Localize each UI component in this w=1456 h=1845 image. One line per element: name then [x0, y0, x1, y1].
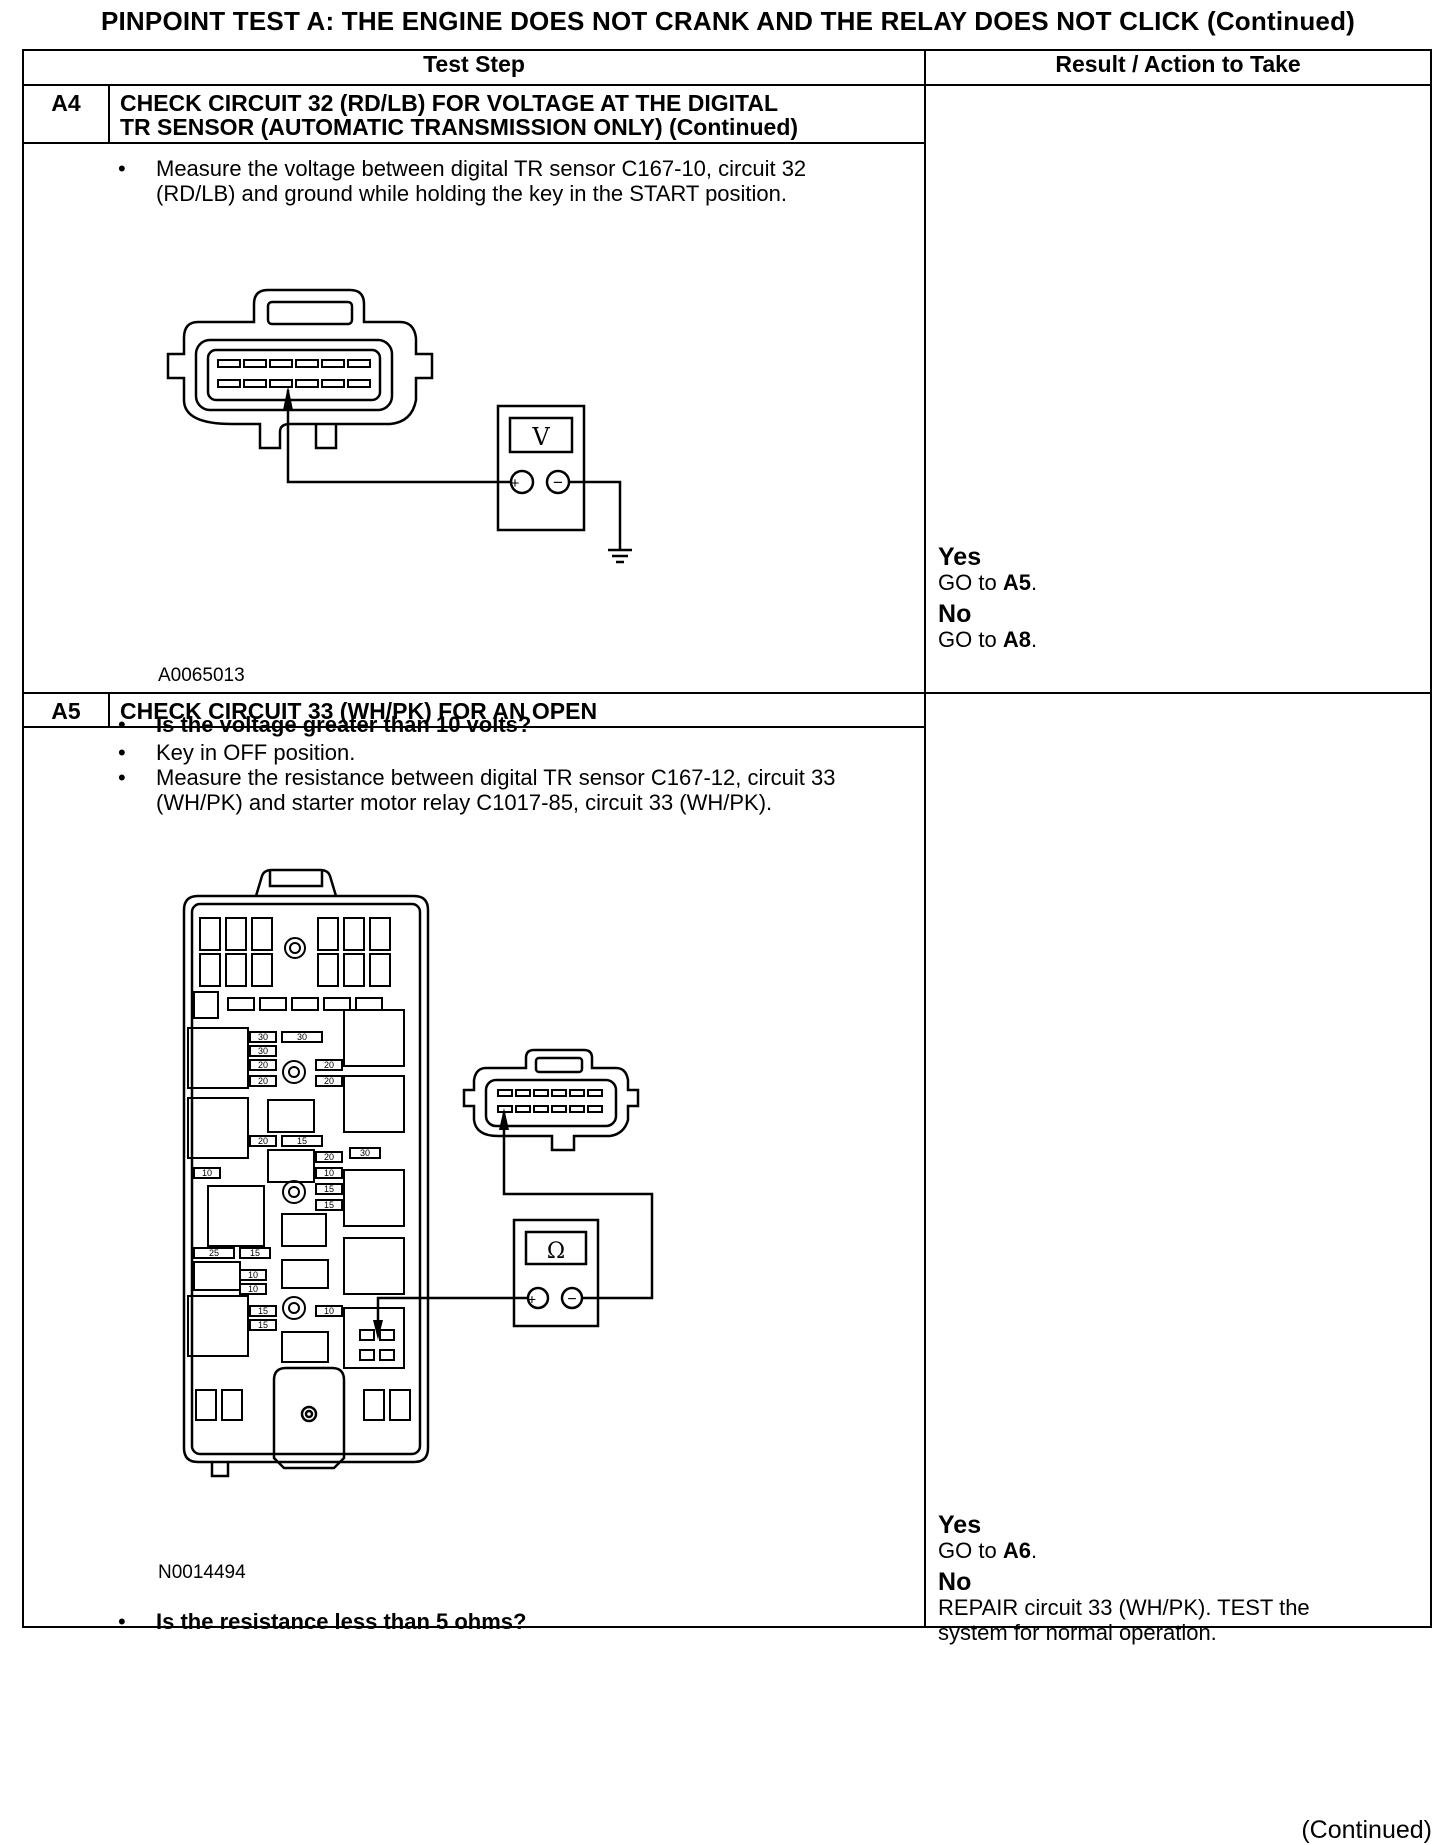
fuse-rating-label: 20 [258, 1136, 268, 1146]
tr-sensor-connector [166, 288, 434, 450]
step-title: CHECK CIRCUIT 32 (RD/LB) FOR VOLTAGE AT … [107, 84, 927, 144]
fuse-rating-label: 15 [258, 1320, 268, 1330]
yes-action: GO to A5. [938, 570, 1038, 595]
step-link-a8[interactable]: A8 [1002, 627, 1031, 652]
tr-sensor-connector [462, 1048, 640, 1152]
fuse-rating-label: 30 [258, 1032, 268, 1042]
step-question: •Is the resistance less than 5 ohms? [118, 1609, 527, 1634]
svg-text:+: + [511, 475, 520, 492]
result-block: Yes GO to A5. No GO to A8. [938, 544, 1037, 652]
svg-text:+: + [528, 1291, 536, 1307]
ground-symbol [608, 548, 632, 564]
voltage-test-diagram: V + − [166, 288, 632, 564]
fuse-rating-label: 20 [324, 1152, 334, 1162]
meter-symbol: Ω [547, 1239, 565, 1264]
step-a4-result: Yes GO to A5. No GO to A8. [924, 84, 1433, 694]
step-link-a6[interactable]: A6 [1002, 1538, 1031, 1563]
page-title: PINPOINT TEST A: THE ENGINE DOES NOT CRA… [100, 6, 1356, 36]
yes-action: GO to A6. [938, 1538, 1038, 1563]
fuse-rating-label: 15 [250, 1248, 260, 1258]
fuse-rating-label: 10 [202, 1168, 212, 1178]
yes-label: Yes [938, 543, 982, 571]
fuse-rating-label: 15 [297, 1136, 307, 1146]
fuse-rating-label: 30 [360, 1148, 370, 1158]
fuse-rating-label: 30 [297, 1032, 307, 1042]
step-title-line: CHECK CIRCUIT 32 (RD/LB) FOR VOLTAGE AT … [120, 90, 779, 116]
yes-label: Yes [938, 1511, 982, 1539]
step-a4-body: Measure the voltage between digital TR s… [21, 142, 927, 737]
figure-id: A0065013 [158, 665, 245, 686]
column-header-result: Result / Action to Take [924, 49, 1433, 86]
fuse-rating-label: 20 [258, 1060, 268, 1070]
ohmmeter [512, 1218, 600, 1328]
step-link-a5[interactable]: A5 [1002, 570, 1031, 595]
fuse-rating-label: 15 [324, 1184, 334, 1194]
table-header: Test Step Result / Action to Take [21, 49, 1433, 86]
step-a4-bullets: Measure the voltage between digital TR s… [118, 156, 924, 206]
no-action: REPAIR circuit 33 (WH/PK). TEST the syst… [938, 1595, 1310, 1645]
resistance-test-diagram: Ω + − 30 30 30 20 20 20 20 20 15 20 30 10 10 15 25 15 10… [182, 868, 654, 1478]
fuse-rating-label: 20 [324, 1076, 334, 1086]
step-a5-result: Yes GO to A6. No REPAIR circuit 33 (WH/P… [924, 692, 1433, 1645]
no-label: No [938, 1568, 972, 1596]
step-title: CHECK CIRCUIT 33 (WH/PK) FOR AN OPEN [107, 692, 927, 728]
svg-text:−: − [567, 1291, 576, 1308]
figure-id: N0014494 [158, 1562, 246, 1583]
negative-lead [376, 1296, 528, 1334]
fuse-rating-label: 30 [258, 1046, 268, 1056]
fuse-rating-label: 20 [258, 1076, 268, 1086]
no-label: No [938, 600, 972, 628]
fuse-rating-label: 10 [324, 1306, 334, 1316]
fuse-box [182, 894, 430, 1464]
negative-lead [569, 480, 622, 550]
instruction-bullet: Measure the voltage between digital TR s… [118, 156, 876, 206]
svg-text:−: − [553, 473, 563, 492]
step-a5-body: Key in OFF position. Measure the resista… [21, 726, 927, 1634]
pinpoint-test-table: Test Step Result / Action to Take A4 CHE… [21, 49, 1433, 1645]
fuse-rating-label: 10 [248, 1270, 258, 1280]
instruction-bullet: Key in OFF position. [118, 740, 876, 765]
step-id: A4 [22, 84, 110, 144]
no-action: GO to A8. [938, 627, 1038, 652]
fuse-rating-label: 20 [324, 1060, 334, 1070]
step-id: A5 [22, 692, 110, 728]
step-title-line: CHECK CIRCUIT 33 (WH/PK) FOR AN OPEN [120, 698, 598, 724]
step-a4-title-row: A4 CHECK CIRCUIT 32 (RD/LB) FOR VOLTAGE … [22, 84, 1433, 694]
step-a5-bullets: Key in OFF position. Measure the resista… [118, 740, 924, 815]
step-a5-title-row: A5 CHECK CIRCUIT 33 (WH/PK) FOR AN OPEN … [22, 692, 1433, 1645]
fuse-rating-label: 10 [324, 1168, 334, 1178]
step-a4-body-row: Measure the voltage between digital TR s… [21, 142, 1431, 737]
positive-lead [502, 1112, 654, 1300]
instruction-bullet: Measure the resistance between digital T… [118, 765, 876, 815]
fuse-rating-label: 15 [258, 1306, 268, 1316]
step-a5-body-row: Key in OFF position. Measure the resista… [21, 726, 1431, 1634]
fuse-rating-label: 25 [209, 1248, 219, 1258]
positive-lead [286, 390, 511, 484]
step-title-line: TR SENSOR (AUTOMATIC TRANSMISSION ONLY) … [120, 114, 799, 140]
meter-symbol: V [531, 423, 550, 451]
result-block: Yes GO to A6. No REPAIR circuit 33 (WH/P… [938, 1512, 1378, 1645]
fuse-rating-label: 15 [324, 1200, 334, 1210]
continued-footer: (Continued) [1301, 1816, 1432, 1844]
fuse-rating-label: 10 [248, 1284, 258, 1294]
voltmeter [496, 404, 586, 532]
column-header-test-step: Test Step [21, 49, 927, 86]
